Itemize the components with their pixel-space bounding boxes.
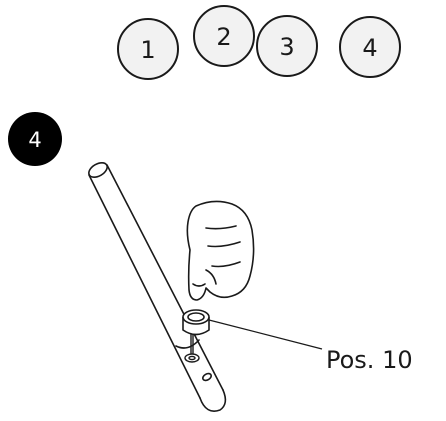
step-3-marker[interactable]: 3 [256, 15, 318, 77]
step-4-marker[interactable]: 4 [339, 16, 401, 78]
hand-icon [186, 200, 255, 301]
current-step-label: 4 [28, 128, 41, 152]
screw-icon [184, 331, 200, 363]
step-1-label: 1 [140, 36, 155, 64]
step-1-marker[interactable]: 1 [117, 18, 179, 80]
part-callout: Pos. 10 [208, 319, 413, 374]
step-2-label: 2 [216, 23, 231, 51]
step-indicator: 1 2 3 4 [117, 5, 401, 80]
current-step-badge: 4 [8, 112, 62, 166]
step-3-label: 3 [279, 33, 294, 61]
step-4-label: 4 [362, 34, 377, 62]
callout-label: Pos. 10 [326, 346, 413, 374]
step-2-marker[interactable]: 2 [193, 5, 255, 67]
cap-part-icon [182, 309, 210, 336]
callout-leader-line [208, 319, 323, 350]
